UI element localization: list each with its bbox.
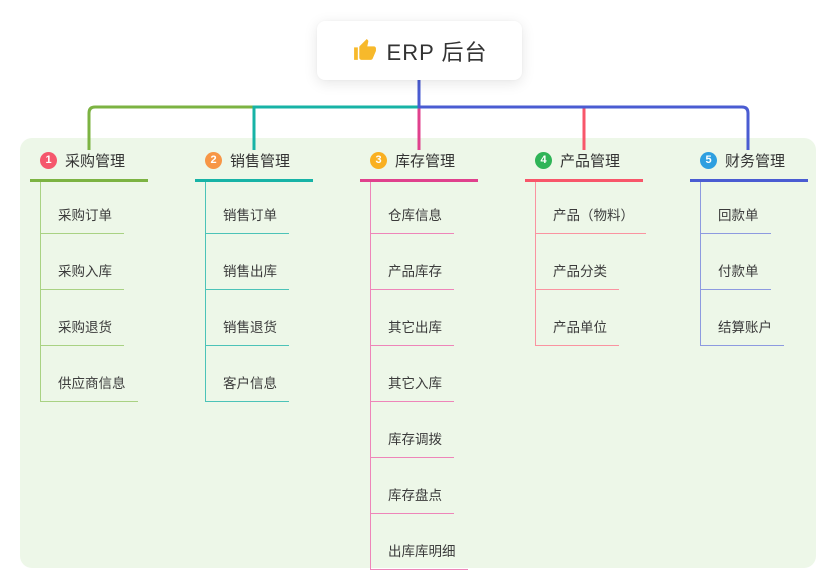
child-node[interactable]: 产品分类 bbox=[536, 234, 695, 290]
root-node-title: ERP 后台 bbox=[386, 39, 488, 65]
branch-children-2: 销售订单销售出库销售退货客户信息 bbox=[205, 182, 365, 402]
child-node[interactable]: 库存调拨 bbox=[371, 402, 530, 458]
child-node[interactable]: 库存盘点 bbox=[371, 458, 530, 514]
branch-node-5: 5 财务管理 回款单付款单结算账户 bbox=[690, 144, 839, 346]
branch-title: 产品管理 bbox=[560, 153, 621, 170]
child-node[interactable]: 回款单 bbox=[701, 182, 839, 234]
child-node[interactable]: 销售退货 bbox=[206, 290, 365, 346]
branch-index-badge: 1 bbox=[40, 152, 57, 169]
child-node-label: 仓库信息 bbox=[371, 204, 454, 234]
branch-index-badge: 3 bbox=[370, 152, 387, 169]
child-node[interactable]: 付款单 bbox=[701, 234, 839, 290]
child-node[interactable]: 销售出库 bbox=[206, 234, 365, 290]
child-node-label: 库存调拨 bbox=[371, 428, 454, 458]
child-node[interactable]: 产品（物料） bbox=[536, 182, 695, 234]
child-node-label: 客户信息 bbox=[206, 372, 289, 402]
child-node[interactable]: 产品单位 bbox=[536, 290, 695, 346]
child-node-label: 供应商信息 bbox=[41, 372, 138, 402]
child-node-label: 产品分类 bbox=[536, 260, 619, 290]
thumbs-up-icon bbox=[353, 39, 376, 60]
branch-node-3: 3 库存管理 仓库信息产品库存其它出库其它入库库存调拨库存盘点出库库明细 bbox=[360, 144, 530, 570]
child-node-label: 采购退货 bbox=[41, 316, 124, 346]
branch-node-4: 4 产品管理 产品（物料） 产品分类产品单位 bbox=[525, 144, 695, 346]
branch-title: 销售管理 bbox=[230, 153, 291, 170]
branch-header-1[interactable]: 1 采购管理 bbox=[30, 144, 148, 182]
child-node-label: 付款单 bbox=[701, 260, 771, 290]
child-node[interactable]: 销售订单 bbox=[206, 182, 365, 234]
branch-children-1: 采购订单采购入库采购退货供应商信息 bbox=[40, 182, 200, 402]
branch-children-5: 回款单付款单结算账户 bbox=[700, 182, 839, 346]
branch-children-3: 仓库信息产品库存其它出库其它入库库存调拨库存盘点出库库明细 bbox=[370, 182, 530, 570]
branch-index-badge: 4 bbox=[535, 152, 552, 169]
child-node[interactable]: 采购退货 bbox=[41, 290, 200, 346]
branch-index-badge: 2 bbox=[205, 152, 222, 169]
child-node-label: 出库库明细 bbox=[371, 540, 468, 570]
child-node-label: 采购入库 bbox=[41, 260, 124, 290]
child-node-label: 产品单位 bbox=[536, 316, 619, 346]
child-node[interactable]: 产品库存 bbox=[371, 234, 530, 290]
child-node[interactable]: 出库库明细 bbox=[371, 514, 530, 570]
child-node-label: 其它入库 bbox=[371, 372, 454, 402]
child-node-label: 结算账户 bbox=[701, 316, 784, 346]
child-node[interactable]: 采购订单 bbox=[41, 182, 200, 234]
child-node-label: 产品库存 bbox=[371, 260, 454, 290]
child-node-label: 销售出库 bbox=[206, 260, 289, 290]
child-node-label: 其它出库 bbox=[371, 316, 454, 346]
child-node-label: 回款单 bbox=[701, 204, 771, 234]
branch-children-4: 产品（物料） 产品分类产品单位 bbox=[535, 182, 695, 346]
child-node-label: 销售订单 bbox=[206, 204, 289, 234]
child-node[interactable]: 其它入库 bbox=[371, 346, 530, 402]
child-node[interactable]: 结算账户 bbox=[701, 290, 839, 346]
branch-header-4[interactable]: 4 产品管理 bbox=[525, 144, 643, 182]
child-node[interactable]: 供应商信息 bbox=[41, 346, 200, 402]
branch-index-badge: 5 bbox=[700, 152, 717, 169]
branch-node-2: 2 销售管理 销售订单销售出库销售退货客户信息 bbox=[195, 144, 365, 402]
branch-header-3[interactable]: 3 库存管理 bbox=[360, 144, 478, 182]
child-node-label: 产品（物料） bbox=[536, 204, 646, 234]
branch-node-1: 1 采购管理 采购订单采购入库采购退货供应商信息 bbox=[30, 144, 200, 402]
child-node[interactable]: 其它出库 bbox=[371, 290, 530, 346]
branch-title: 库存管理 bbox=[395, 153, 456, 170]
branch-header-5[interactable]: 5 财务管理 bbox=[690, 144, 808, 182]
root-node[interactable]: ERP 后台 bbox=[317, 21, 522, 80]
branch-title: 采购管理 bbox=[65, 153, 126, 170]
mindmap-panel bbox=[20, 138, 816, 568]
branch-header-2[interactable]: 2 销售管理 bbox=[195, 144, 313, 182]
child-node[interactable]: 采购入库 bbox=[41, 234, 200, 290]
child-node[interactable]: 客户信息 bbox=[206, 346, 365, 402]
child-node[interactable]: 仓库信息 bbox=[371, 182, 530, 234]
child-node-label: 销售退货 bbox=[206, 316, 289, 346]
branch-title: 财务管理 bbox=[725, 153, 786, 170]
child-node-label: 库存盘点 bbox=[371, 484, 454, 514]
child-node-label: 采购订单 bbox=[41, 204, 124, 234]
